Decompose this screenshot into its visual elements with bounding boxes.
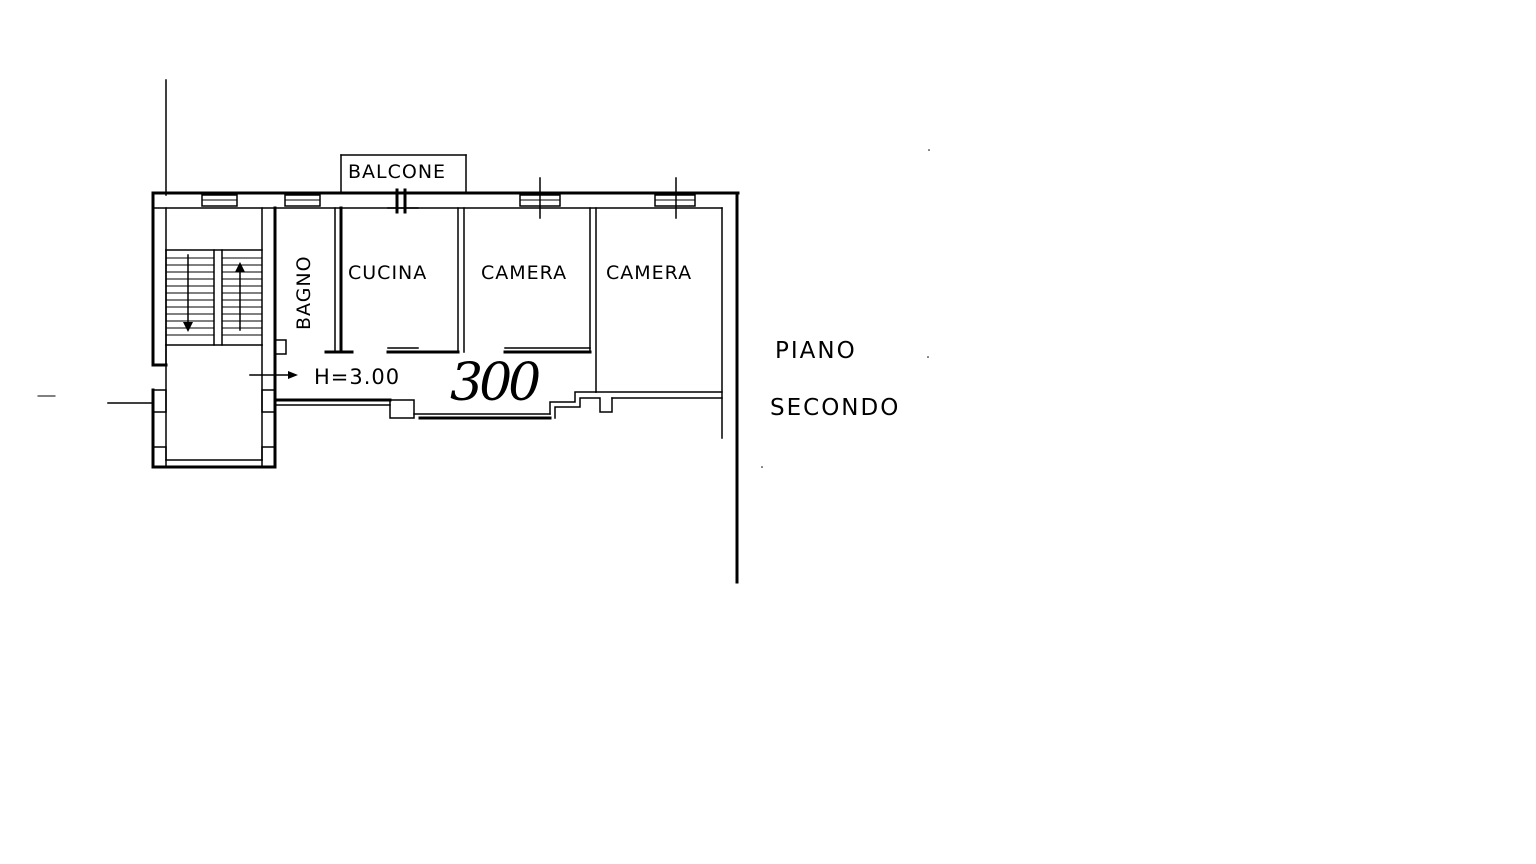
handwritten-number: 300 xyxy=(450,353,540,413)
ceiling-height-label: H=3.00 xyxy=(314,365,400,389)
floor-label-line-1: PIANO xyxy=(775,338,857,364)
bathroom-label: BAGNO xyxy=(293,255,315,330)
corridor-bottom-wall xyxy=(273,391,723,420)
balcony-box xyxy=(340,154,467,214)
balcony-label: BALCONE xyxy=(348,161,446,183)
entrance-arrow xyxy=(249,371,298,379)
room-partitions xyxy=(386,207,597,393)
room-2-label: CAMERA xyxy=(606,262,692,284)
room-1-label: CAMERA xyxy=(481,262,567,284)
kitchen-label: CUCINA xyxy=(348,262,427,284)
landing xyxy=(37,343,277,469)
floor-label-line-2: SECONDO xyxy=(770,395,900,421)
windows-top xyxy=(201,177,696,219)
scan-specks xyxy=(761,149,930,468)
staircase xyxy=(165,207,263,346)
bathroom-walls xyxy=(273,206,354,355)
